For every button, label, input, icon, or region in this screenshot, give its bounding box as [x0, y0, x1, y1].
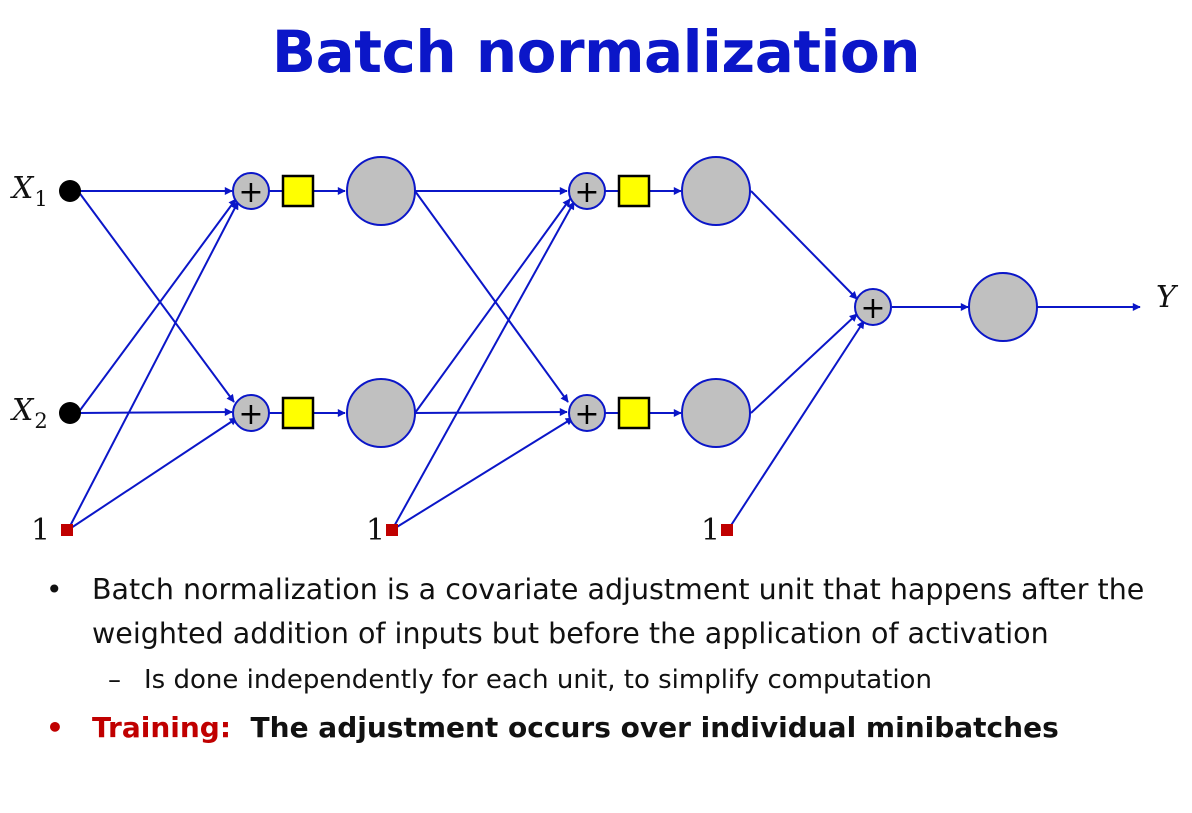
svg-text:+: +	[238, 175, 263, 210]
sum-node-l2-bottom: +	[568, 394, 606, 432]
bias-node-1	[61, 524, 73, 536]
network-diagram: X1 X2 1 1 1 + + + + + Y	[10, 156, 1179, 548]
bn-box-l1-bottom	[281, 396, 315, 430]
input-label-x1: X1	[10, 171, 48, 211]
edges-layer1	[67, 187, 239, 531]
bn-box-l1-top	[281, 174, 315, 208]
bullet-text-1: Batch normalization is a covariate adjus…	[92, 573, 1145, 650]
input-node-x2	[59, 402, 81, 424]
sub-bullet-text-1: Is done independently for each unit, to …	[144, 665, 932, 695]
svg-text:+: +	[860, 291, 885, 326]
neuron-l1-bottom	[346, 378, 416, 448]
bias-label-3: 1	[701, 513, 720, 548]
bullet-item-1: • Batch normalization is a covariate adj…	[46, 568, 1166, 656]
input-label-x2: X2	[10, 393, 48, 433]
svg-text:+: +	[238, 397, 263, 432]
bias-label-1: 1	[31, 513, 50, 548]
svg-text:+: +	[574, 397, 599, 432]
output-label-y: Y	[1156, 280, 1179, 315]
slide-title: Batch normalization	[271, 18, 921, 86]
sum-node-l1-bottom: +	[232, 394, 270, 432]
sub-bullet-marker: –	[108, 665, 121, 695]
bn-connectors	[269, 187, 682, 417]
bn-box-l2-top	[617, 174, 651, 208]
bullet-marker-red: •	[46, 711, 64, 744]
sum-node-l1-top: +	[232, 172, 270, 210]
input-node-x1	[59, 180, 81, 202]
bias-label-2: 1	[366, 513, 385, 548]
bullet-item-2: • Training: The adjustment occurs over i…	[46, 708, 1166, 748]
training-label: Training:	[92, 711, 232, 744]
bias-node-2	[386, 524, 398, 536]
bullet-marker: •	[46, 573, 63, 606]
bias-node-3	[721, 524, 733, 536]
edges-output	[727, 190, 1141, 531]
neuron-l2-top	[681, 156, 751, 226]
sum-node-output: +	[854, 288, 892, 326]
sum-node-l2-top: +	[568, 172, 606, 210]
neuron-l1-top	[346, 156, 416, 226]
svg-text:+: +	[574, 175, 599, 210]
neuron-output	[968, 272, 1038, 342]
edges-layer2	[391, 187, 575, 531]
bullet-list: • Batch normalization is a covariate adj…	[46, 568, 1166, 748]
sub-bullet-item-1: – Is done independently for each unit, t…	[46, 660, 1166, 700]
bn-box-l2-bottom	[617, 396, 651, 430]
bullet-text-2: The adjustment occurs over individual mi…	[250, 711, 1059, 744]
neuron-l2-bottom	[681, 378, 751, 448]
